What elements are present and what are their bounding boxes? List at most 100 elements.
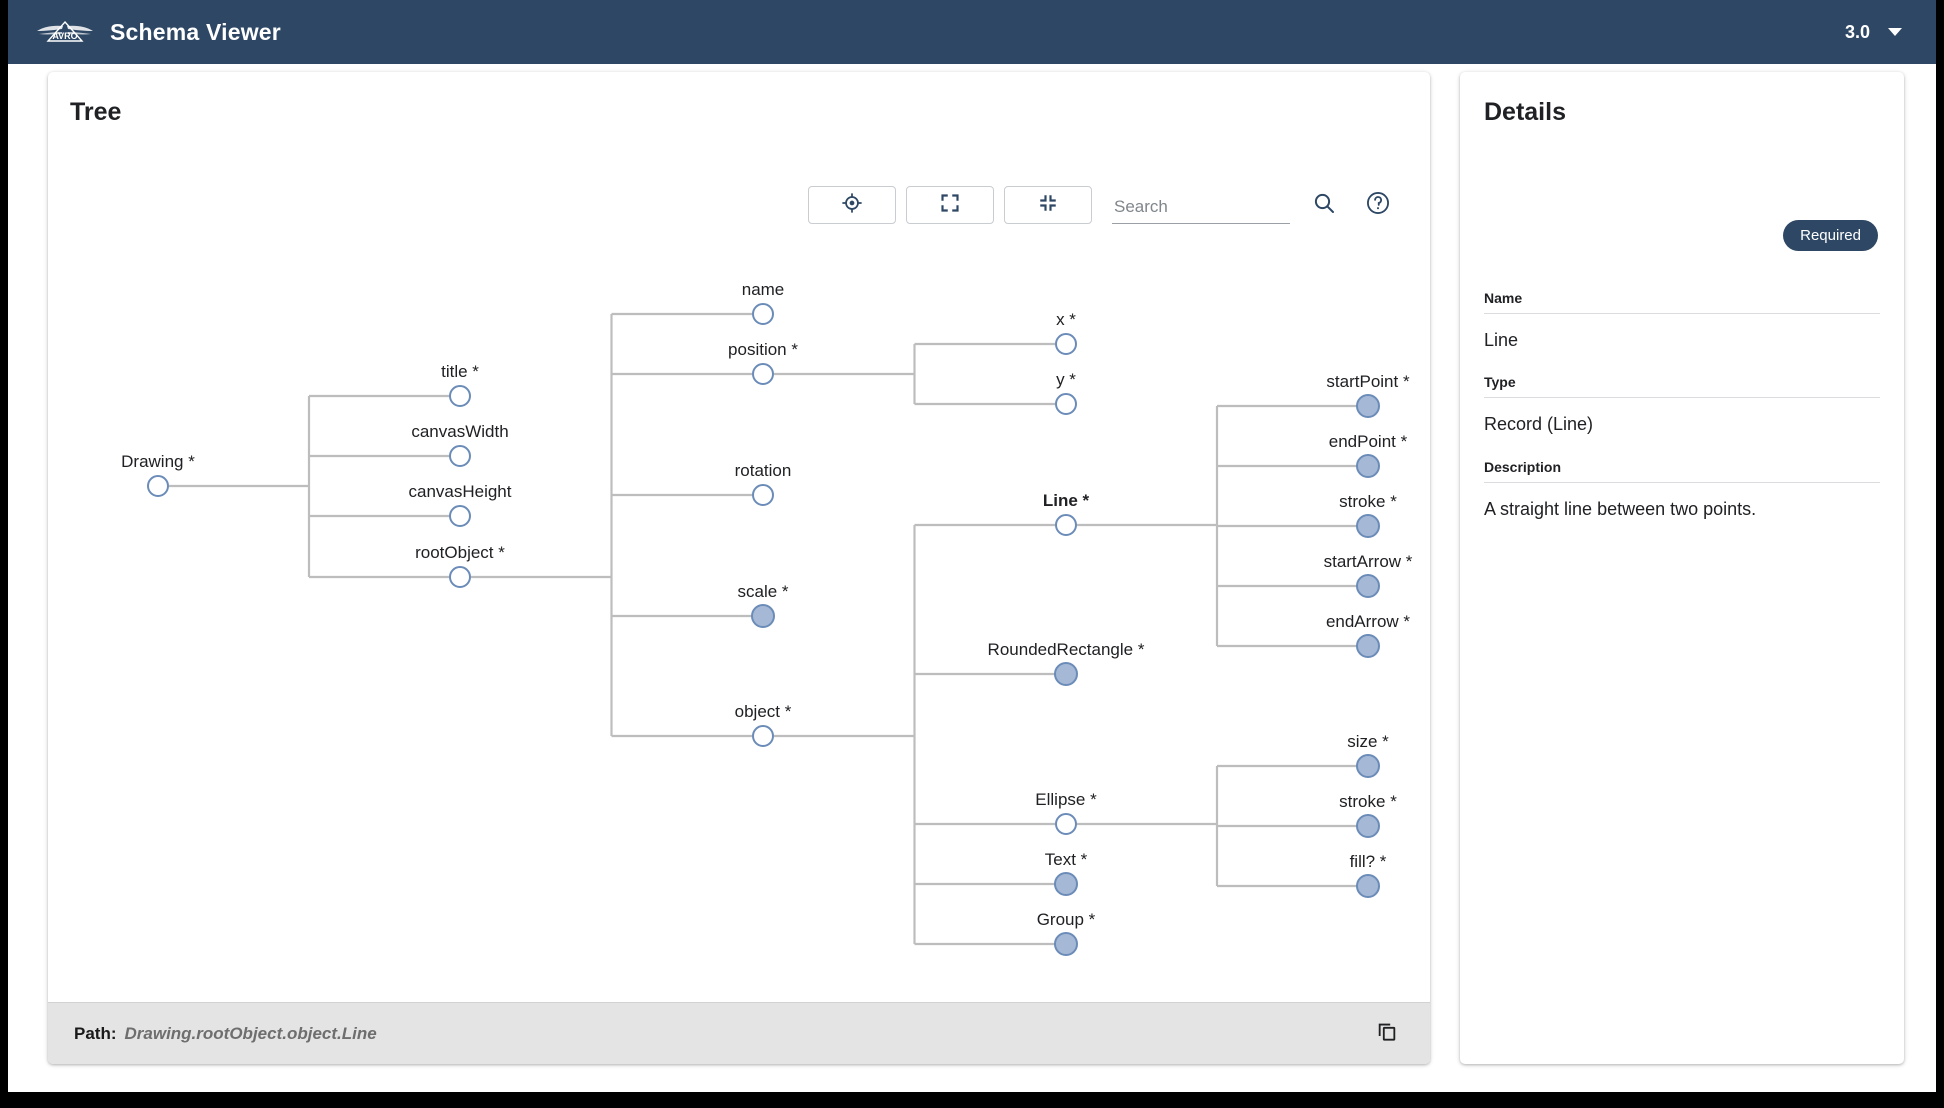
tree-node-circle[interactable] <box>751 604 775 628</box>
tree-node-circle[interactable] <box>1055 514 1077 536</box>
svg-text:AVRO: AVRO <box>52 31 77 41</box>
tree-node-circle[interactable] <box>449 505 471 527</box>
tree-node-circle[interactable] <box>1054 662 1078 686</box>
tree-node-Group[interactable]: Group * <box>1037 910 1096 956</box>
badge-row: Required <box>1460 220 1904 251</box>
tree-node-Ellipse[interactable]: Ellipse * <box>1035 790 1097 835</box>
tree-node-label: fill? * <box>1350 852 1387 871</box>
tree-node-circle[interactable] <box>1356 814 1380 838</box>
tree-node-circle[interactable] <box>752 484 774 506</box>
help-button[interactable] <box>1358 186 1398 224</box>
tree-node-label: x * <box>1056 310 1076 329</box>
tree-node-label: Ellipse * <box>1035 790 1097 809</box>
path-bar: Path: Drawing.rootObject.object.Line <box>48 1002 1430 1064</box>
version-selector[interactable]: 3.0 <box>1845 22 1910 43</box>
tree-node-stroke_ell[interactable]: stroke * <box>1339 792 1397 838</box>
detail-field-label: Description <box>1484 459 1880 483</box>
tree-node-circle[interactable] <box>1356 394 1380 418</box>
tree-node-endPoint[interactable]: endPoint * <box>1329 432 1408 478</box>
tree-node-endArrow[interactable]: endArrow * <box>1326 612 1410 658</box>
tree-node-circle[interactable] <box>1356 754 1380 778</box>
tree-node-rotation[interactable]: rotation <box>735 461 792 506</box>
tree-node-label: y * <box>1056 370 1076 389</box>
tree-node-label: canvasWidth <box>411 422 508 441</box>
tree-node-circle[interactable] <box>1055 333 1077 355</box>
tree-node-circle[interactable] <box>1055 393 1077 415</box>
tree-node-startArrow[interactable]: startArrow * <box>1324 552 1413 598</box>
tree-node-label: rootObject * <box>415 543 505 562</box>
version-label: 3.0 <box>1844 21 1870 42</box>
main-content: Tree <box>8 64 1936 1092</box>
tree-node-circle[interactable] <box>449 385 471 407</box>
detail-field-value: Line <box>1484 330 1519 350</box>
tree-node-circle[interactable] <box>147 475 169 497</box>
tree-node-stroke_line[interactable]: stroke * <box>1339 492 1397 538</box>
tree-node-circle[interactable] <box>1356 574 1380 598</box>
tree-node-title[interactable]: title * <box>441 362 479 407</box>
search-field-wrapper <box>1112 196 1290 224</box>
tree-node-Drawing[interactable]: Drawing * <box>121 452 195 497</box>
copy-path-button[interactable] <box>1370 1017 1404 1051</box>
tree-node-circle[interactable] <box>449 445 471 467</box>
tree-node-circle[interactable] <box>1054 872 1078 896</box>
tree-node-canvasHeight[interactable]: canvasHeight <box>408 482 512 527</box>
tree-node-fill[interactable]: fill? * <box>1350 852 1387 898</box>
collapse-all-button[interactable] <box>1004 186 1092 224</box>
tree-node-position[interactable]: position * <box>728 340 798 385</box>
tree-node-label: endArrow * <box>1326 612 1410 631</box>
page-title: Tree <box>70 98 122 126</box>
search-input[interactable] <box>1112 196 1290 218</box>
tree-node-circle[interactable] <box>752 363 774 385</box>
tree-node-label: startArrow * <box>1324 552 1413 571</box>
tree-node-size[interactable]: size * <box>1347 732 1389 778</box>
tree-node-circle[interactable] <box>449 566 471 588</box>
tree-node-label: size * <box>1347 732 1389 751</box>
tree-node-object[interactable]: object * <box>735 702 792 747</box>
tree-node-startPoint[interactable]: startPoint * <box>1326 372 1410 418</box>
crosshair-target-icon <box>841 192 863 219</box>
tree-node-x[interactable]: x * <box>1055 310 1077 355</box>
tree-node-label: Text * <box>1045 850 1088 869</box>
tree-panel: Tree <box>48 72 1430 1064</box>
tree-node-label: position * <box>728 340 798 359</box>
tree-node-name[interactable]: name <box>742 280 785 325</box>
center-view-button[interactable] <box>808 186 896 224</box>
tree-node-circle[interactable] <box>752 725 774 747</box>
expand-all-button[interactable] <box>906 186 994 224</box>
detail-field-label: Type <box>1484 374 1880 399</box>
expand-all-icon <box>940 193 960 218</box>
tree-diagram[interactable]: Drawing * title * canvasWidth canvasHeight r… <box>48 252 1430 1042</box>
tree-node-label: startPoint * <box>1326 372 1410 391</box>
tree-node-Text[interactable]: Text * <box>1045 850 1088 896</box>
tree-node-scale[interactable]: scale * <box>737 582 789 628</box>
tree-node-circle[interactable] <box>1356 454 1380 478</box>
tree-node-y[interactable]: y * <box>1055 370 1077 415</box>
tree-node-label: RoundedRectangle * <box>988 640 1145 659</box>
copy-icon <box>1376 1020 1398 1047</box>
tree-node-label: title * <box>441 362 479 381</box>
tree-node-circle[interactable] <box>1356 634 1380 658</box>
tree-node-Line[interactable]: Line * <box>1043 491 1090 536</box>
tree-node-canvasWidth[interactable]: canvasWidth <box>411 422 509 467</box>
tree-node-rootObject[interactable]: rootObject * <box>415 543 505 588</box>
tree-node-circle[interactable] <box>1356 514 1380 538</box>
details-title: Details <box>1484 98 1566 126</box>
search-button[interactable] <box>1304 186 1344 224</box>
tree-node-label: canvasHeight <box>408 482 511 501</box>
status-badge: Required <box>1783 220 1878 251</box>
tree-node-label: object * <box>735 702 792 721</box>
tree-toolbar <box>808 186 1398 224</box>
tree-node-label: scale * <box>737 582 788 601</box>
tree-node-circle[interactable] <box>1055 813 1077 835</box>
tree-node-circle[interactable] <box>1356 874 1380 898</box>
tree-node-circle[interactable] <box>752 303 774 325</box>
tree-node-label: endPoint * <box>1329 432 1408 451</box>
tree-node-label: Group * <box>1037 910 1096 929</box>
app-title: Schema Viewer <box>110 18 281 45</box>
tree-node-circle[interactable] <box>1054 932 1078 956</box>
tree-node-RoundedRectangle[interactable]: RoundedRectangle * <box>988 640 1145 686</box>
